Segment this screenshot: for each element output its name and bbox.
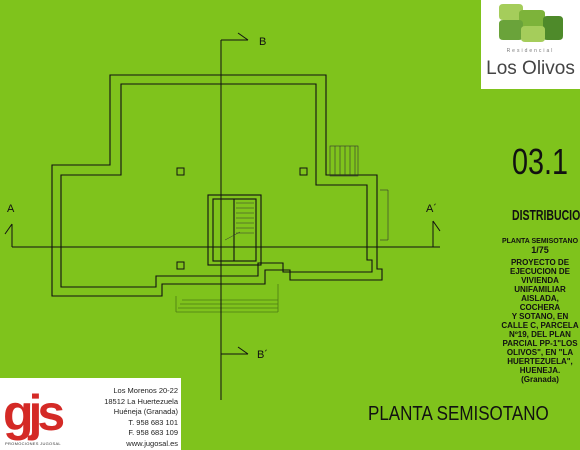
description-line: Y SOTANO, EN [511,312,569,321]
company-address: Los Morenos 20-22 18512 La Huertezuela H… [100,386,178,449]
company-card: gjs PROMOCIONES JUGOSAL Los Morenos 20-2… [0,378,181,450]
address-line: F. 958 683 109 [128,428,178,437]
sheet-title: DISTRIBUCION [512,207,580,224]
section-line-b [220,32,249,400]
description-line: AISLADA, COCHERA [519,294,561,312]
description-line: PROYECTO DE [510,258,570,267]
address-line: T. 958 683 101 [128,417,178,427]
section-label-a-right: A´ [426,203,437,215]
stair-treads [224,202,254,241]
section-label-b-top: B [259,36,266,48]
plan-title: PLANTA SEMISOTANO [368,403,549,425]
sheet-scale: 1/75 [531,245,549,255]
side-opening [380,189,389,241]
section-label-a-left: A [7,203,15,215]
description-line: Nº19, DEL PLAN [509,330,571,339]
description-line: VIVIENDA UNIFAMILIAR [514,276,566,294]
description-line: CALLE C, PARCELA [501,321,579,330]
columns [176,167,308,270]
sheet-number: 03.1 [511,141,569,182]
description-line: HUERTEZUELA", [507,357,573,366]
logo-subtitle: Residencial [506,48,555,54]
description-line: EJECUCION DE [509,267,570,276]
description-line: OLIVOS", EN "LA [506,348,574,357]
svg-text:gjs: gjs [3,385,63,441]
section-label-b-bottom: B´ [257,349,268,361]
outer-wall [51,74,383,297]
company-logo: gjs [3,385,68,441]
stair-outline [207,194,262,266]
company-promo: PROMOCIONES JUGOSAL [5,441,61,446]
website-link[interactable]: www.jugosal.es [126,438,178,448]
exterior-steps-right [329,145,359,177]
section-line-a [4,220,441,248]
inner-wall [60,83,373,288]
logo-name: Los Olivos [486,58,575,79]
sheet-subtitle: PLANTA SEMISOTANO [501,238,579,245]
address-line: Los Morenos 20-22 [113,386,178,395]
exterior-steps-bottom [175,284,279,313]
description-line: PARCIAL PP-1"LOS [502,339,578,348]
address-line: 18512 La Huertezuela [104,396,178,406]
sheet-description: PLANTA SEMISOTANO 1/75 PROYECTO DE EJECU… [500,237,580,384]
address-line: Huéneja (Granada) [113,407,178,416]
description-line: HUENEJA. (Granada) [519,366,561,384]
olive-leaves-icon [499,4,563,42]
project-logo: Residencial Los Olivos [481,0,580,89]
